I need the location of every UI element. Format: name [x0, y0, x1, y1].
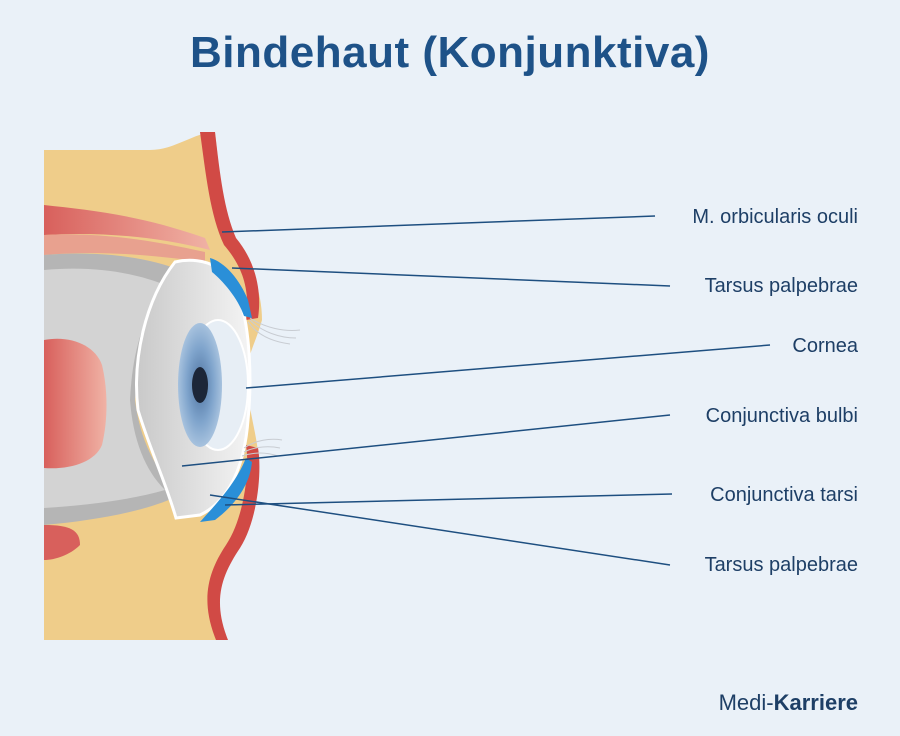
orbicularis-muscle-lower: [207, 445, 260, 640]
diagram-title: Bindehaut (Konjunktiva): [190, 28, 710, 77]
leader-line-2: [231, 267, 671, 287]
leader-line-5: [224, 493, 673, 506]
leader-line-4: [181, 414, 671, 467]
upper-muscle-strands: [44, 205, 210, 250]
leader-lines: [181, 215, 771, 566]
label-conjunctiva-bulbi: Conjunctiva bulbi: [705, 405, 858, 427]
leader-line-6: [209, 494, 671, 566]
pupil: [192, 367, 208, 403]
conjunctiva-upper: [210, 258, 252, 318]
eyelashes-lower: [241, 438, 283, 457]
conjunctiva-lower: [200, 458, 252, 522]
rectus-muscle: [44, 338, 107, 469]
label-orbicularis-oculi: M. orbicularis oculi: [692, 206, 858, 228]
brand-logo: Medi-Karriere: [719, 690, 858, 716]
label-tarsus-palpebrae-upper: Tarsus palpebrae: [704, 275, 858, 297]
brand-name: Karriere: [773, 690, 858, 715]
leader-line-3: [245, 344, 771, 389]
eyelashes-upper: [247, 317, 301, 345]
label-tarsus-palpebrae-lower: Tarsus palpebrae: [704, 554, 858, 576]
label-cornea: Cornea: [792, 335, 858, 357]
label-conjunctiva-tarsi: Conjunctiva tarsi: [710, 484, 858, 506]
brand-prefix: Medi-: [718, 690, 774, 715]
leader-line-1: [221, 215, 656, 233]
orbicularis-muscle: [200, 132, 260, 320]
